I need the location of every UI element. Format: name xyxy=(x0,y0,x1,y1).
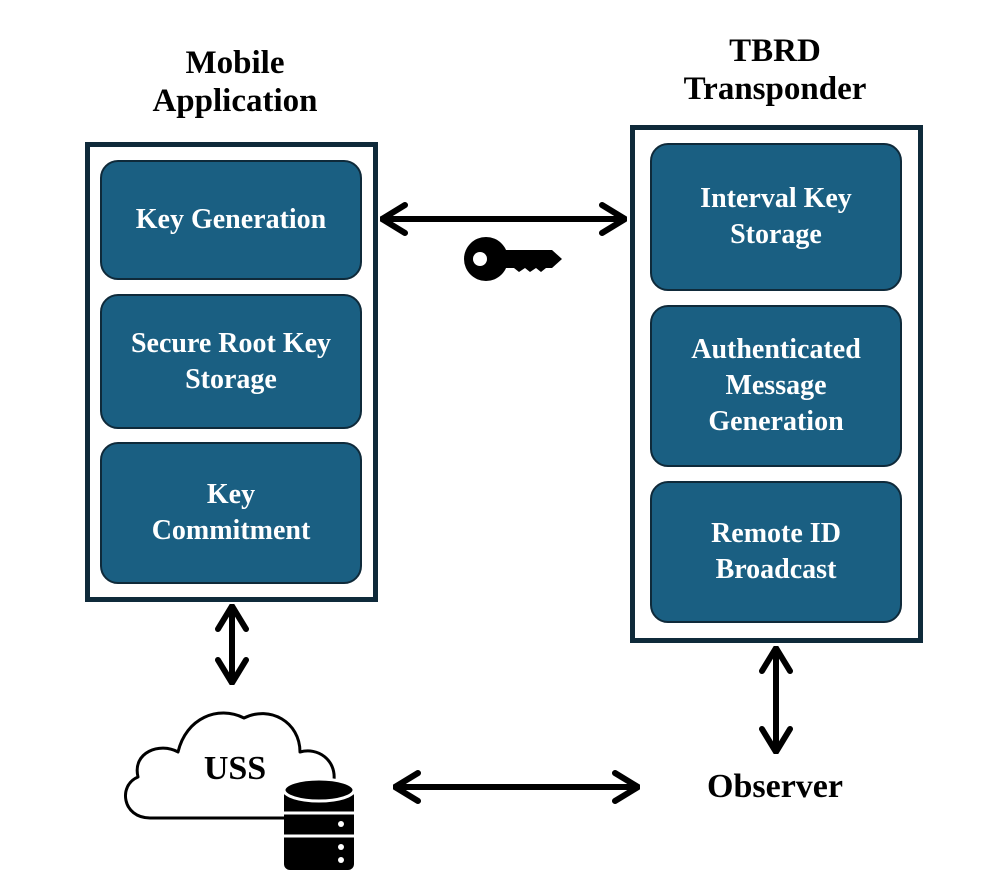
key-commitment-line-2: Commitment xyxy=(151,515,311,546)
key-icon xyxy=(464,237,562,281)
interval-key-storage-line-1: Interval Key xyxy=(700,183,852,214)
secure-root-key-storage-line-2: Storage xyxy=(185,363,277,395)
authenticated-message-generation-line-3: Generation xyxy=(708,406,844,437)
remote-id-broadcast-line-1: Remote ID xyxy=(711,518,841,549)
interval-key-storage-module: Interval Key Storage xyxy=(650,143,902,291)
mobile-app-title-line-2: Application xyxy=(152,83,318,119)
secure-root-key-storage-module: Secure Root Key Storage xyxy=(100,294,362,429)
mobile-app-title-line-1: Mobile xyxy=(185,45,285,81)
authenticated-message-generation-line-2: Message xyxy=(725,370,827,401)
observer-label: Observer xyxy=(707,768,843,805)
uss-label: USS xyxy=(203,750,267,787)
key-generation-module: Key Generation xyxy=(100,160,362,280)
remote-id-broadcast-line-2: Broadcast xyxy=(715,554,837,585)
transponder-title-line-1: TBRD xyxy=(729,33,821,69)
interval-key-storage-line-2: Storage xyxy=(730,219,822,250)
remote-id-broadcast-module: Remote ID Broadcast xyxy=(650,481,902,623)
authenticated-message-generation-line-1: Authenticated xyxy=(691,334,861,365)
transponder-title: TBRD Transponder xyxy=(640,32,910,108)
mobile-app-title: Mobile Application xyxy=(110,44,360,120)
secure-root-key-storage-line-1: Secure Root Key xyxy=(130,327,332,359)
transponder-title-line-2: Transponder xyxy=(683,71,867,107)
key-commitment-line-1: Key xyxy=(206,479,256,510)
key-generation-label: Key Generation xyxy=(135,204,327,235)
authenticated-message-generation-module: Authenticated Message Generation xyxy=(650,305,902,467)
key-commitment-module: Key Commitment xyxy=(100,442,362,584)
database-icon xyxy=(282,777,356,870)
